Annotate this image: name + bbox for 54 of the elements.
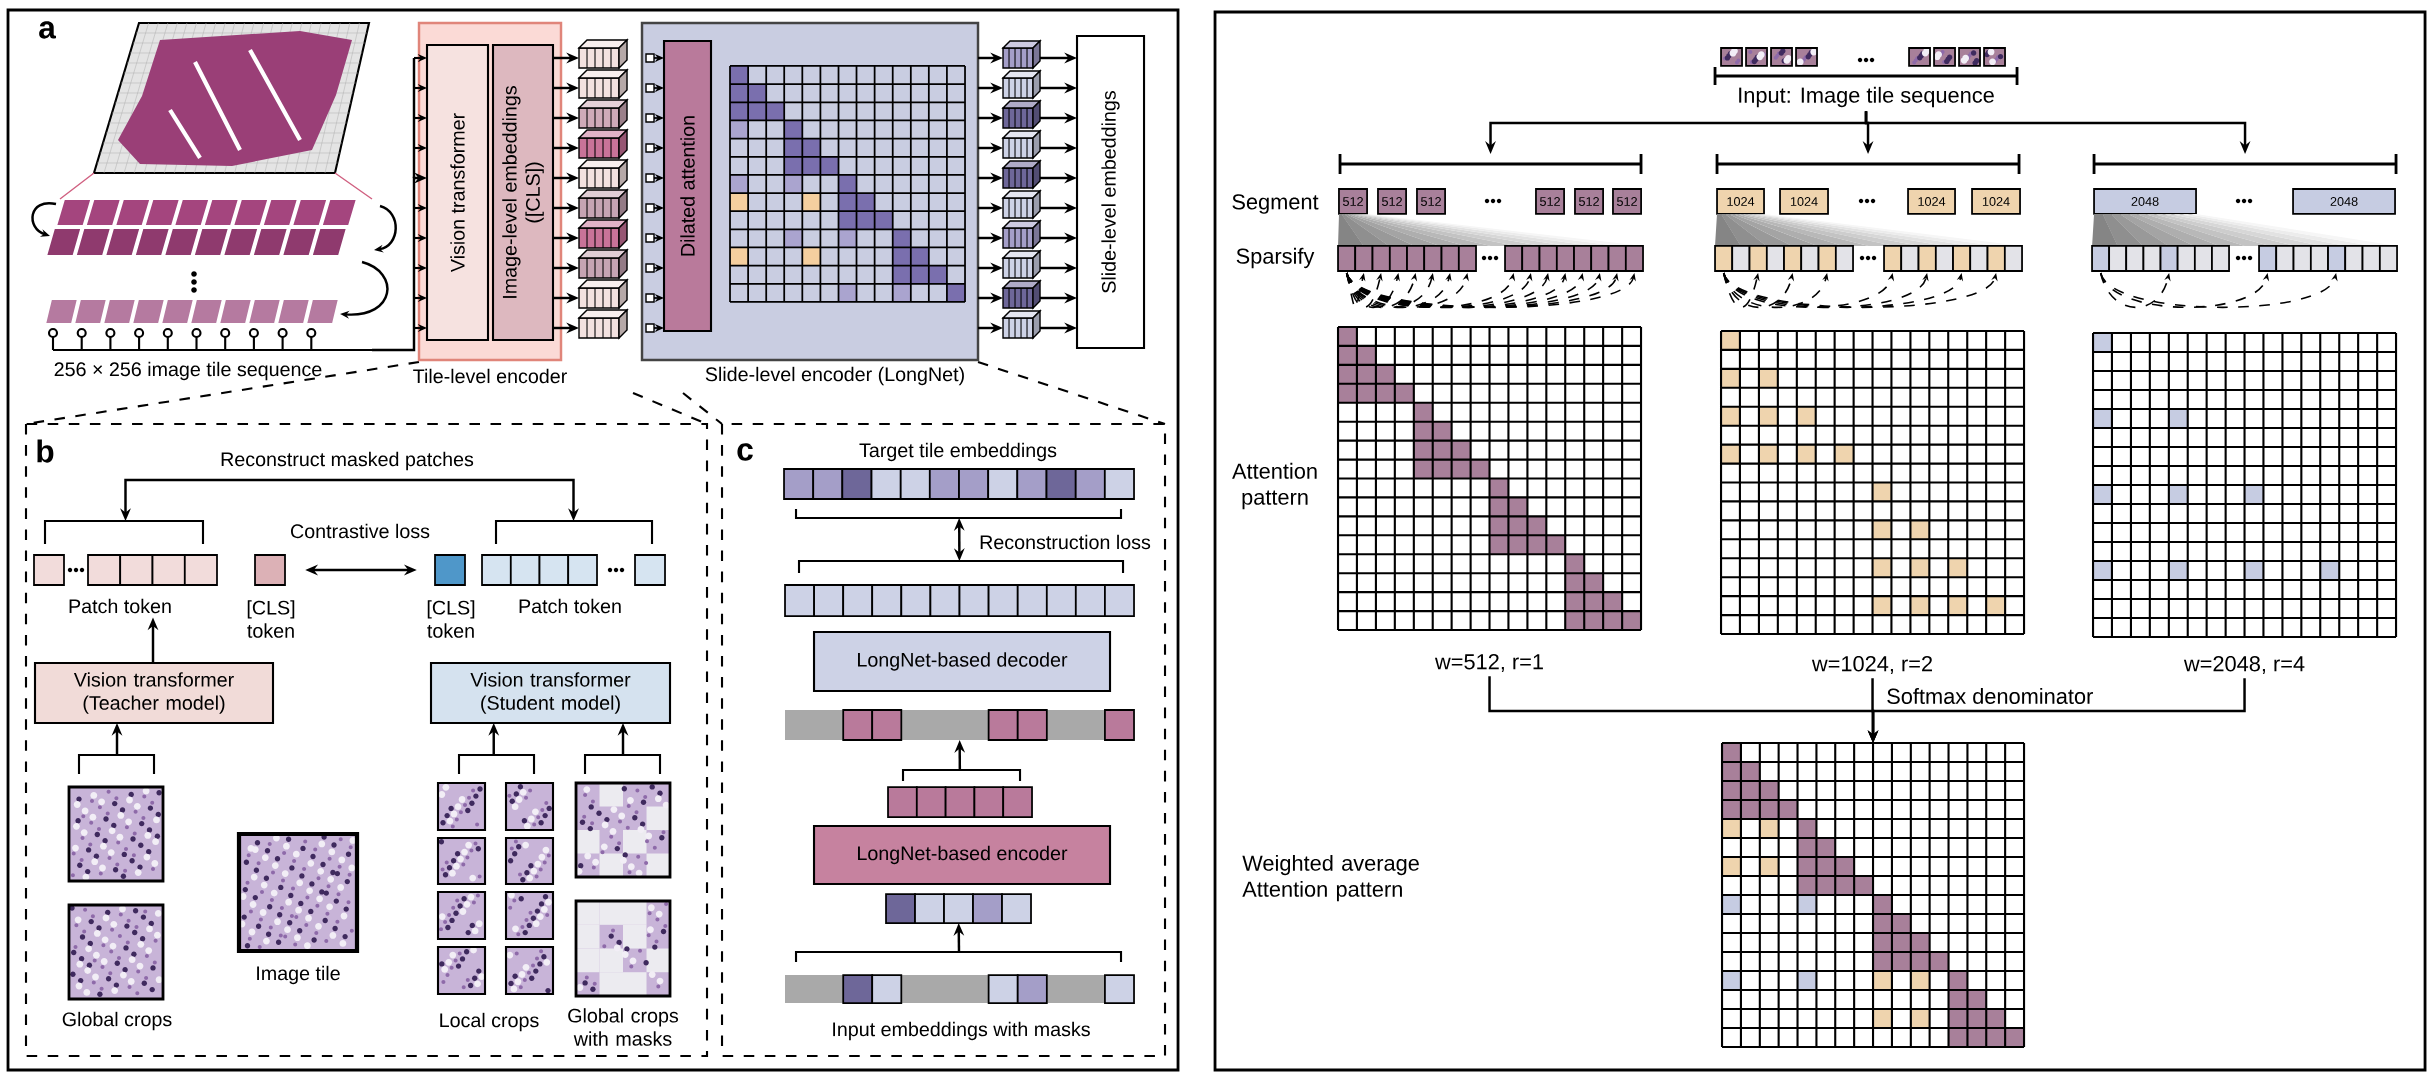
segment-box: 1024 bbox=[1907, 188, 1956, 215]
row-title: Target tile embeddings bbox=[859, 442, 1057, 462]
attention-grid bbox=[1720, 741, 2026, 1049]
segment-box: 2048 bbox=[2292, 188, 2396, 215]
encoder-label: Slide-level encoder (LongNet) bbox=[705, 366, 964, 386]
segment-box: 512 bbox=[1535, 188, 1565, 215]
image-caption: Local crops bbox=[440, 1012, 539, 1032]
image-caption: Image tile bbox=[257, 965, 340, 985]
segment-box: 512 bbox=[1612, 188, 1642, 215]
segment-box: 512 bbox=[1416, 188, 1446, 215]
token-row bbox=[885, 893, 1032, 924]
row-label: Weighted average Attention pattern bbox=[1242, 854, 1419, 902]
embedding-box: Slide-level embeddings bbox=[1075, 34, 1146, 350]
panel-letter: c bbox=[737, 443, 753, 461]
edge-label: Reconstruction loss bbox=[975, 531, 1155, 553]
decoder-box: LongNet-based decoder bbox=[812, 630, 1112, 693]
sequence-label: 256 × 256 image tile sequence bbox=[54, 361, 322, 381]
token-label: Patch token bbox=[69, 598, 171, 614]
sequence-label: Input: Image tile sequence bbox=[1739, 86, 1994, 108]
model-box: Vision transformer (Teacher model) bbox=[33, 661, 275, 725]
attention-box: Dilated attention bbox=[662, 39, 713, 333]
segment-box: 2048 bbox=[2093, 188, 2197, 215]
token-label: [CLS] token bbox=[247, 600, 295, 638]
grid-caption: w=1024, r=2 bbox=[1811, 656, 1932, 675]
segment-box: 512 bbox=[1338, 188, 1368, 215]
segment-bracket bbox=[1715, 152, 2021, 176]
edge-label: Contrastive loss bbox=[286, 520, 434, 542]
token-label: [CLS] token bbox=[427, 600, 475, 638]
transformer-box: Vision transformer bbox=[425, 43, 490, 342]
segment-box: 1024 bbox=[1716, 188, 1765, 215]
grid-caption: w=2048, r=4 bbox=[2183, 656, 2305, 675]
encoder-label: Tile-level encoder bbox=[413, 368, 567, 384]
segment-bracket bbox=[1338, 152, 1643, 176]
embedding-box: Image-level embeddings ([CLS]) bbox=[491, 43, 555, 342]
model-box: Vision transformer (Student model) bbox=[429, 661, 672, 725]
segment-box: 1024 bbox=[1971, 188, 2021, 215]
token-label: Patch token bbox=[519, 598, 621, 614]
row-label: Segment bbox=[1232, 194, 1319, 214]
edge-label: Softmax denominator bbox=[1882, 684, 2097, 708]
image-caption: Global crops bbox=[62, 1011, 172, 1031]
row-label: Attention pattern bbox=[1232, 462, 1317, 510]
segment-bracket bbox=[2092, 152, 2398, 176]
segment-box: 512 bbox=[1377, 188, 1407, 215]
panel-letter: b bbox=[37, 439, 54, 463]
grid-caption: w=512, r=1 bbox=[1434, 654, 1543, 673]
panel-letter: a bbox=[39, 21, 56, 39]
row-label: Sparsify bbox=[1236, 247, 1315, 269]
segment-box: 1024 bbox=[1779, 188, 1829, 215]
row-title: Input embeddings with masks bbox=[833, 1021, 1090, 1041]
encoder-box: LongNet-based encoder bbox=[812, 824, 1112, 886]
edge-label: Reconstruct masked patches bbox=[216, 448, 478, 474]
image-caption: Global crops with masks bbox=[568, 1008, 679, 1046]
segment-box: 512 bbox=[1574, 188, 1604, 215]
masked-token-row bbox=[785, 709, 1135, 741]
